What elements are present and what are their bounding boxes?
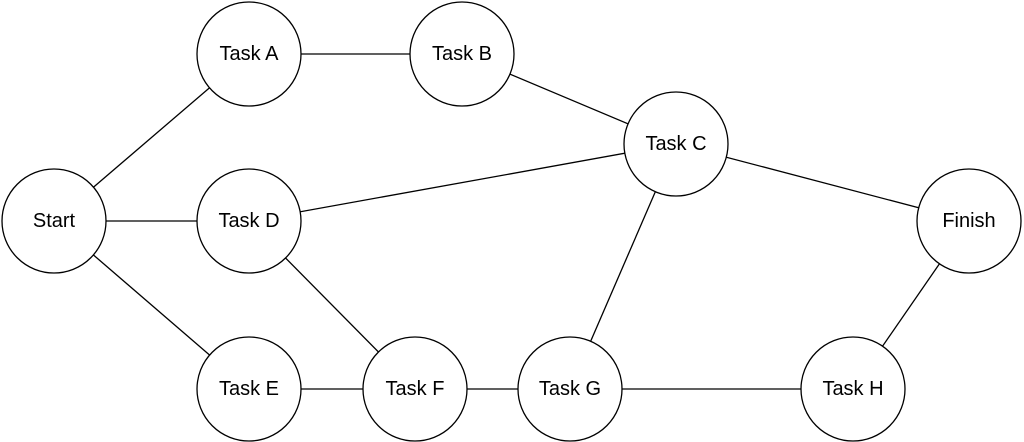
node-finish-circle	[916, 168, 1022, 274]
edge-task-d-task-c	[248, 143, 677, 222]
node-task-g-circle	[517, 336, 623, 442]
node-task-c-label: Task C	[645, 133, 706, 155]
node-task-b-label: Task B	[432, 43, 492, 65]
node-task-f-label: Task F	[386, 378, 445, 400]
node-task-d: Task D	[196, 168, 302, 274]
node-task-d-label: Task D	[218, 210, 279, 232]
node-task-e: Task E	[196, 336, 302, 442]
node-task-f: Task F	[362, 336, 468, 442]
node-task-a-label: Task A	[220, 43, 280, 65]
node-task-d-circle	[196, 168, 302, 274]
node-task-g-label: Task G	[539, 378, 601, 400]
node-task-a-circle	[196, 1, 302, 107]
node-task-b: Task B	[409, 1, 515, 107]
edges-layer	[53, 53, 970, 390]
node-task-h-circle	[800, 336, 906, 442]
node-task-b-circle	[409, 1, 515, 107]
node-task-e-label: Task E	[219, 378, 279, 400]
node-task-c: Task C	[623, 91, 729, 197]
node-finish-label: Finish	[942, 210, 995, 232]
node-task-g: Task G	[517, 336, 623, 442]
node-start-circle	[1, 168, 107, 274]
node-task-e-circle	[196, 336, 302, 442]
node-finish: Finish	[916, 168, 1022, 274]
node-task-a: Task A	[196, 1, 302, 107]
node-start-label: Start	[33, 210, 76, 232]
node-task-h: Task H	[800, 336, 906, 442]
node-start: Start	[1, 168, 107, 274]
node-task-h-label: Task H	[822, 378, 883, 400]
node-task-c-circle	[623, 91, 729, 197]
node-task-f-circle	[362, 336, 468, 442]
